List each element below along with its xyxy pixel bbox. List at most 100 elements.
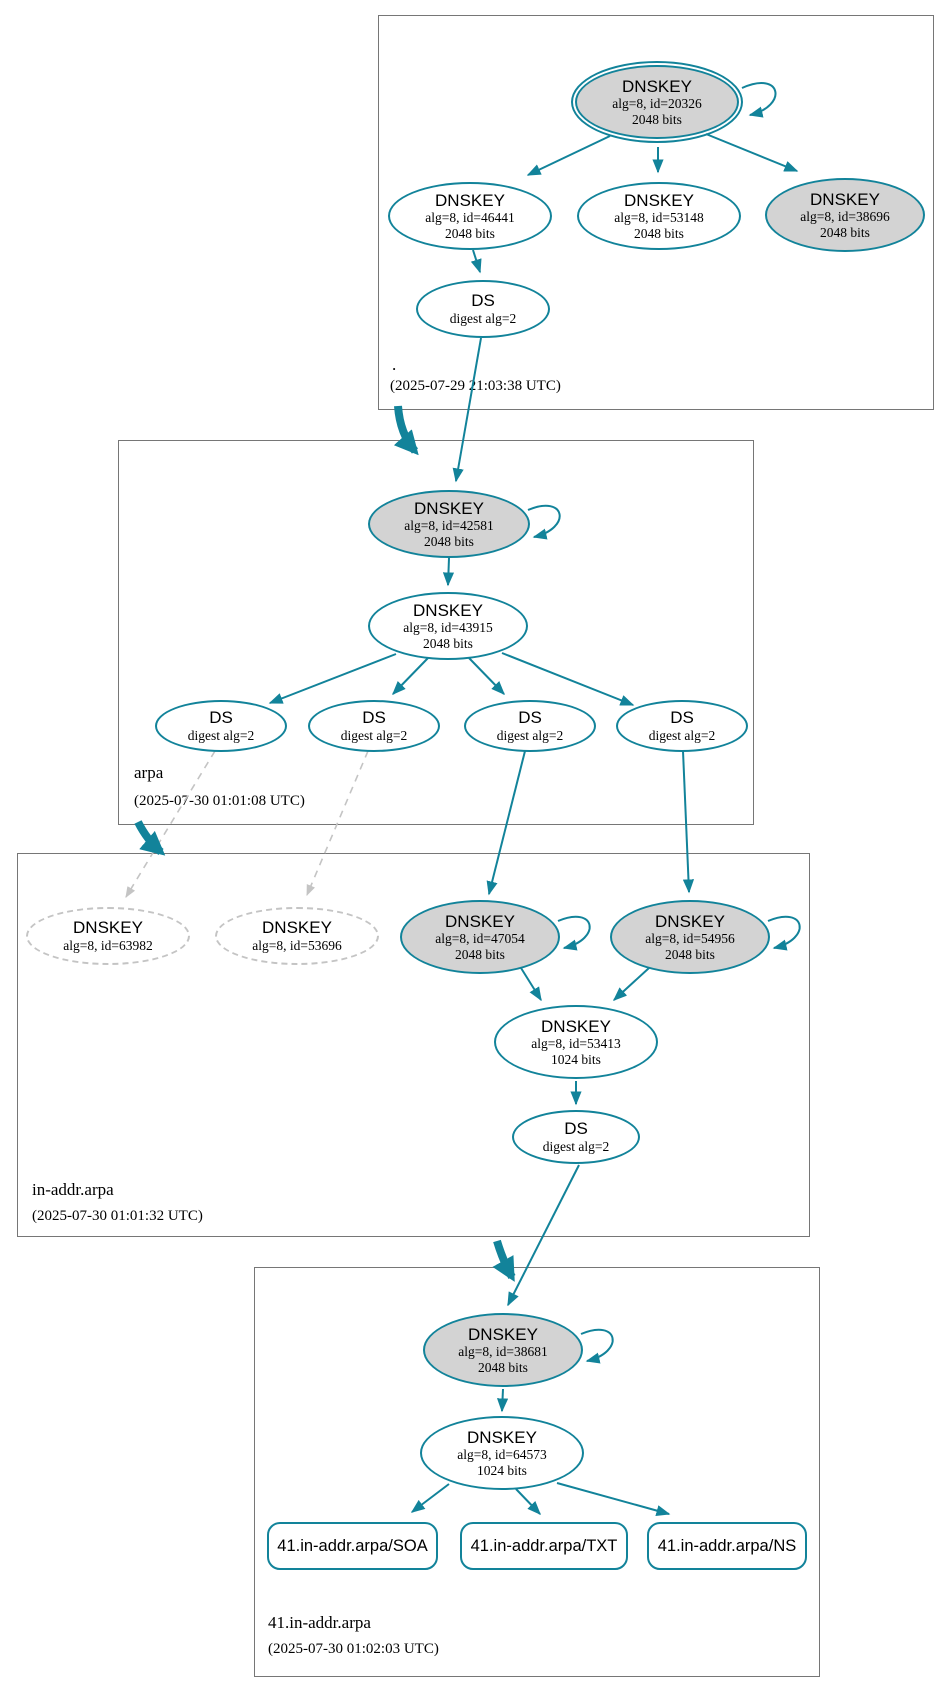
dnskey-node-53148: DNSKEY alg=8, id=53148 2048 bits — [577, 182, 741, 250]
rrset-label: 41.in-addr.arpa/SOA — [277, 1536, 428, 1555]
edge-dnskey43915-ds3 — [468, 657, 505, 696]
delegation-arrow-root-to-arpa — [393, 405, 419, 456]
node-bits: 2048 bits — [820, 224, 870, 240]
edge-dnskey64573-soa — [410, 1483, 450, 1513]
delegation-arrow-in-addr-arpa-to-41 — [492, 1239, 516, 1282]
dnskey-node-47054: DNSKEY alg=8, id=47054 2048 bits — [400, 900, 560, 974]
zone-timestamp-arpa: (2025-07-30 01:01:08 UTC) — [134, 793, 305, 809]
dnskey-node-46441: DNSKEY alg=8, id=46441 2048 bits — [388, 182, 552, 250]
node-detail: alg=8, id=53148 — [614, 210, 704, 226]
node-detail: alg=8, id=63982 — [63, 937, 153, 953]
node-title: DNSKEY — [73, 918, 143, 938]
rrset-node-txt: 41.in-addr.arpa/TXT — [460, 1522, 628, 1570]
node-title: DS — [670, 708, 694, 728]
node-title: DS — [518, 708, 542, 728]
dnskey-node-20326-trust-anchor: DNSKEY alg=8, id=20326 2048 bits — [571, 61, 743, 143]
node-detail: alg=8, id=46441 — [425, 210, 515, 226]
node-title: DS — [471, 291, 495, 311]
node-detail: alg=8, id=64573 — [457, 1447, 547, 1463]
zone-box-arpa — [118, 440, 754, 825]
edge-ds4-dnskey54956 — [682, 750, 695, 894]
zone-box-in-addr-arpa — [17, 853, 810, 1237]
node-bits: 2048 bits — [665, 946, 715, 962]
node-title: DS — [564, 1119, 588, 1139]
dnskey-node-38696: DNSKEY alg=8, id=38696 2048 bits — [765, 178, 925, 252]
node-detail: digest alg=2 — [648, 727, 716, 743]
node-detail: alg=8, id=42581 — [404, 518, 494, 534]
rrset-label: 41.in-addr.arpa/NS — [657, 1536, 797, 1555]
delegation-arrow-arpa-to-in-addr-arpa — [134, 820, 166, 856]
node-title: DNSKEY — [445, 911, 515, 931]
ds-node-arpa-1: DS digest alg=2 — [155, 700, 287, 752]
dnskey-node-53696-insecure: DNSKEY alg=8, id=53696 — [215, 907, 379, 965]
self-loop-dnskey-38681 — [580, 1328, 614, 1364]
edge-ds1-dnskey63982-insecure — [125, 750, 216, 898]
edge-dnskey38681-dnskey64573 — [496, 1388, 509, 1413]
node-bits: 1024 bits — [477, 1462, 527, 1478]
node-title: DNSKEY — [624, 190, 694, 210]
node-detail: alg=8, id=38696 — [800, 209, 890, 225]
ds-node-arpa-2: DS digest alg=2 — [308, 700, 440, 752]
node-detail: digest alg=2 — [496, 727, 564, 743]
edge-dnskey42581-dnskey43915 — [442, 557, 455, 587]
node-bits: 2048 bits — [478, 1359, 528, 1375]
node-bits: 2048 bits — [423, 635, 473, 651]
node-detail: digest alg=2 — [340, 727, 408, 743]
dnskey-node-54956: DNSKEY alg=8, id=54956 2048 bits — [610, 900, 770, 974]
node-bits: 2048 bits — [455, 946, 505, 962]
ds-node-arpa-4: DS digest alg=2 — [616, 700, 748, 752]
node-detail: alg=8, id=47054 — [435, 931, 525, 947]
node-bits: 2048 bits — [424, 533, 474, 549]
node-detail: alg=8, id=53696 — [252, 937, 342, 953]
node-bits: 2048 bits — [632, 111, 682, 127]
dnskey-node-64573: DNSKEY alg=8, id=64573 1024 bits — [420, 1416, 584, 1490]
node-detail: alg=8, id=38681 — [458, 1344, 548, 1360]
self-loop-dnskey-54956 — [767, 915, 801, 951]
node-title: DNSKEY — [655, 911, 725, 931]
node-detail: alg=8, id=54956 — [645, 931, 735, 947]
edge-dnskey43915-ds4 — [501, 652, 635, 706]
dnskey-node-42581: DNSKEY alg=8, id=42581 2048 bits — [368, 490, 530, 558]
node-title: DNSKEY — [810, 189, 880, 209]
zone-box-root — [378, 15, 934, 410]
node-detail: alg=8, id=53413 — [531, 1036, 621, 1052]
dnskey-node-53413: DNSKEY alg=8, id=53413 1024 bits — [494, 1005, 658, 1079]
rrset-node-ns: 41.in-addr.arpa/NS — [647, 1522, 807, 1570]
edge-ds3-dnskey47054 — [486, 750, 526, 896]
zone-timestamp-in-addr-arpa: (2025-07-30 01:01:32 UTC) — [32, 1208, 203, 1224]
dnskey-node-43915: DNSKEY alg=8, id=43915 2048 bits — [368, 592, 528, 660]
zone-timestamp-root: (2025-07-29 21:03:38 UTC) — [390, 378, 561, 394]
zone-label-arpa: arpa — [134, 763, 164, 782]
zone-timestamp-41-in-addr-arpa: (2025-07-30 01:02:03 UTC) — [268, 1641, 439, 1657]
edge-dnskey46441-ds-root — [470, 249, 482, 274]
ds-node-root: DS digest alg=2 — [416, 280, 550, 338]
node-detail: digest alg=2 — [542, 1138, 610, 1154]
node-bits: 2048 bits — [445, 225, 495, 241]
zone-label-root: . — [392, 355, 397, 374]
zone-label-41-in-addr-arpa: 41.in-addr.arpa — [268, 1613, 371, 1632]
node-title: DNSKEY — [414, 498, 484, 518]
node-detail: digest alg=2 — [187, 727, 255, 743]
edge-dnskey43915-ds1 — [268, 653, 397, 704]
node-title: DNSKEY — [541, 1016, 611, 1036]
self-loop-dnskey-42581 — [527, 504, 561, 540]
node-bits: 1024 bits — [551, 1051, 601, 1067]
self-loop-dnskey-47054 — [557, 915, 591, 951]
dnskey-node-38681: DNSKEY alg=8, id=38681 2048 bits — [423, 1313, 583, 1387]
edge-dnskey47054-dnskey53413 — [520, 967, 542, 1002]
node-detail: alg=8, id=20326 — [612, 96, 702, 112]
node-title: DS — [209, 708, 233, 728]
edge-ds-inaddr-dnskey38681 — [507, 1164, 580, 1307]
node-detail: digest alg=2 — [449, 310, 517, 326]
node-title: DNSKEY — [622, 76, 692, 96]
zone-box-41-in-addr-arpa — [254, 1267, 820, 1677]
node-title: DNSKEY — [435, 190, 505, 210]
edge-dnskey54956-dnskey53413 — [612, 967, 650, 1001]
node-title: DNSKEY — [468, 1324, 538, 1344]
edge-ds2-dnskey53696-insecure — [306, 750, 369, 897]
edge-dnskey20326-dnskey46441 — [526, 135, 611, 176]
node-detail: alg=8, id=43915 — [403, 620, 493, 636]
edge-dnskey64573-ns — [556, 1482, 671, 1517]
zone-label-in-addr-arpa: in-addr.arpa — [32, 1180, 114, 1199]
ds-node-arpa-3: DS digest alg=2 — [464, 700, 596, 752]
